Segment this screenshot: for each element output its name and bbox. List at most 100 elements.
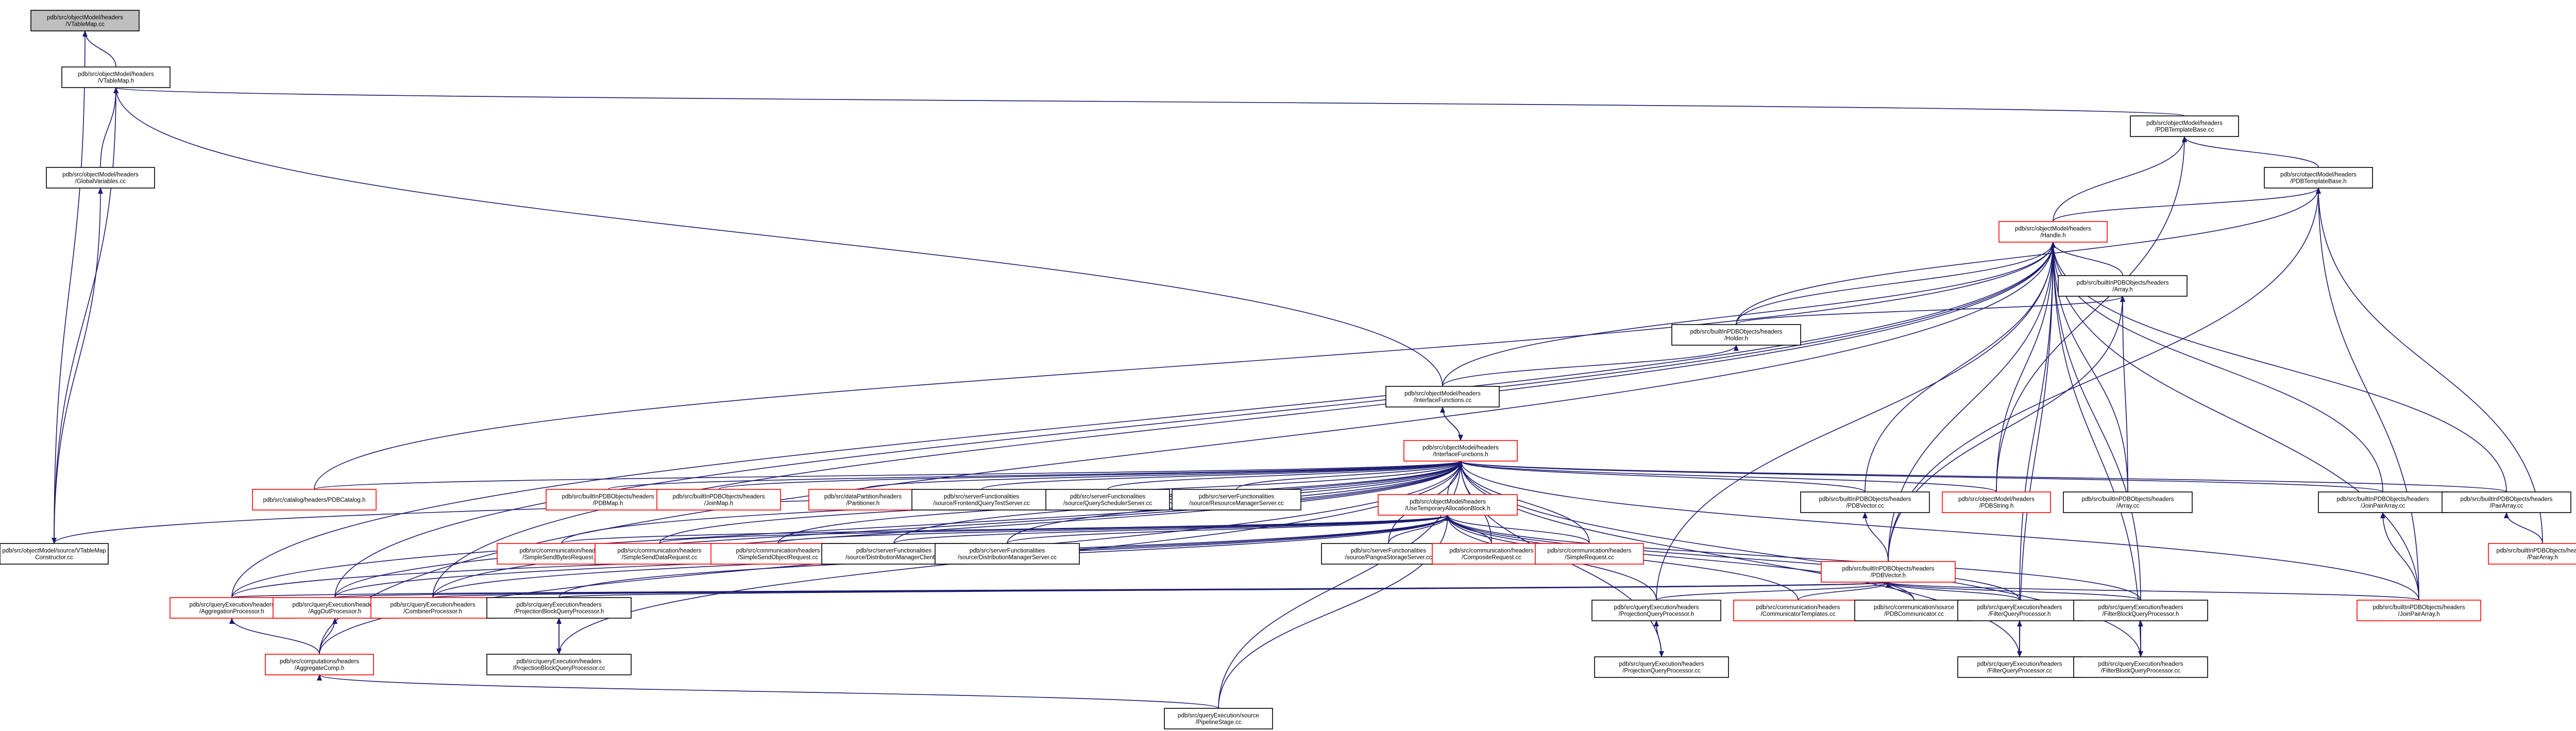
include-edge: [2019, 242, 2056, 601]
file-node-label: /SimpleSendObjectRequest.cc: [738, 555, 818, 561]
file-node-label: /ProjectionQueryProcessor.h: [1619, 611, 1694, 618]
file-node-box: [656, 489, 781, 511]
file-node-label: /ProjectionBlockQueryProcessor.h: [514, 609, 604, 615]
file-node[interactable]: pdb/src/queryExecution/source/PipelineSt…: [1164, 708, 1273, 729]
file-node[interactable]: pdb/src/builtInPDBObjects/headers/PDBVec…: [1800, 491, 1930, 513]
file-node-box: [1535, 543, 1644, 565]
file-node[interactable]: pdb/src/objectModel/headers/PDBTemplateB…: [2264, 167, 2373, 189]
file-node-label: pdb/src/queryExecution/headers: [517, 602, 602, 608]
file-node-box: [2073, 600, 2208, 621]
include-edge: [1458, 461, 2507, 492]
include-edge: [1458, 461, 2419, 601]
file-node-label: /FilterBlockQueryProcessor.cc: [2101, 668, 2180, 674]
file-node-label: pdb/src/objectModel/headers: [2280, 172, 2357, 178]
file-node-label: /source/DistributionManagerClient.cc: [845, 555, 942, 561]
file-node[interactable]: pdb/src/queryExecution/headers/Projectio…: [1594, 656, 1729, 678]
file-node-box: [46, 167, 155, 189]
file-node-label: pdb/src/builtInPDBObjects/headers: [673, 494, 765, 500]
file-node-box: [370, 597, 495, 619]
file-node-label: /InterfaceFunctions.cc: [1414, 398, 1472, 404]
file-node-label: /PDBString.h: [1979, 503, 2013, 509]
include-edge: [1236, 461, 1463, 490]
file-node[interactable]: pdb/src/builtInPDBObjects/headers/Array.…: [2063, 491, 2193, 513]
include-edge: [2050, 242, 2141, 601]
file-node[interactable]: pdb/src/serverFunctionalities/source/Que…: [1045, 489, 1170, 511]
file-node[interactable]: pdb/src/communication/headers/SimpleSend…: [595, 543, 724, 565]
file-node-label: pdb/src/builtInPDBObjects/headers: [1819, 497, 1911, 503]
file-node-label: /Holder.h: [1724, 336, 1748, 342]
file-node[interactable]: pdb/src/queryExecution/headers/FilterBlo…: [2073, 600, 2208, 621]
file-node[interactable]: pdb/src/computations/headers/AggregateCo…: [265, 654, 374, 675]
file-node[interactable]: pdb/src/builtInPDBObjects/headers/JoinPa…: [2318, 491, 2448, 513]
file-node[interactable]: pdb/src/builtInPDBObjects/headers/JoinPa…: [2357, 600, 2481, 621]
file-node[interactable]: pdb/src/communication/source/PDBCommunic…: [1854, 600, 1974, 621]
include-edge: [2053, 188, 2321, 222]
include-edge: [2050, 242, 2141, 657]
file-node[interactable]: pdb/src/catalog/headers/PDBCatalog.h: [252, 489, 377, 511]
file-node-label: /CompositeRequest.cc: [1462, 555, 1521, 561]
file-node-label: pdb/src/dataPartition/headers: [824, 494, 902, 500]
file-node[interactable]: pdb/src/objectModel/headers/UseTemporary…: [1378, 494, 1518, 516]
file-node-label: pdb/src/objectModel/headers: [62, 172, 139, 178]
file-node[interactable]: pdb/src/builtInPDBObjects/headers/JoinMa…: [656, 489, 781, 511]
file-node-label: pdb/src/queryExecution/headers: [517, 659, 602, 665]
include-edge: [1442, 242, 2056, 387]
file-node[interactable]: pdb/src/queryExecution/headers/Projectio…: [486, 654, 632, 675]
file-node[interactable]: pdb/src/serverFunctionalities/source/Dis…: [935, 543, 1080, 565]
file-node-label: pdb/src/objectModel/headers: [1422, 445, 1499, 451]
file-node-label: pdb/src/builtInPDBObjects/headers: [2497, 548, 2576, 554]
include-edge: [1996, 136, 2187, 492]
file-node[interactable]: pdb/src/builtInPDBObjects/headers/PDBVec…: [1821, 561, 1956, 583]
file-node-box: [1957, 656, 2082, 678]
file-node-label: pdb/src/serverFunctionalities: [970, 548, 1045, 554]
file-node[interactable]: pdb/src/objectModel/headers/PDBString.h: [1942, 491, 2051, 513]
include-edge: [113, 87, 1443, 387]
file-node[interactable]: pdb/src/queryExecution/headers/FilterQue…: [1957, 656, 2082, 678]
file-node[interactable]: pdb/src/builtInPDBObjects/headers/PairAr…: [2442, 491, 2571, 513]
file-node[interactable]: pdb/src/builtInPDBObjects/headers/Array.…: [2058, 275, 2188, 297]
file-node-label: pdb/src/queryExecution/source: [1178, 713, 1259, 719]
file-node-label: /UseTemporaryAllocationBlock.h: [1405, 506, 1490, 512]
include-edge: [432, 461, 1463, 598]
include-edge: [1736, 188, 2321, 325]
file-node[interactable]: pdb/src/serverFunctionalities/source/Res…: [1172, 489, 1301, 511]
include-edge: [319, 618, 337, 655]
file-node-label: /FilterQueryProcessor.cc: [1987, 668, 2052, 674]
file-node-label: pdb/src/builtInPDBObjects/headers: [1690, 329, 1783, 335]
file-node[interactable]: pdb/src/queryExecution/headers/FilterBlo…: [2073, 656, 2208, 678]
file-node[interactable]: pdb/src/queryExecution/headers/FilterQue…: [1957, 600, 2082, 621]
file-node[interactable]: pdb/src/communication/headers/SimpleRequ…: [1535, 543, 1644, 565]
file-node-label: pdb/src/objectModel/headers: [78, 72, 154, 78]
file-node[interactable]: pdb/src/objectModel/headers/VTableMap.cc: [30, 10, 140, 31]
file-node-box: [486, 654, 632, 675]
file-node[interactable]: pdb/src/communication/headers/Communicat…: [1733, 600, 1863, 621]
file-node[interactable]: pdb/src/objectModel/headers/InterfaceFun…: [1403, 440, 1518, 462]
file-node-label: /AggregationProcessor.h: [199, 609, 264, 615]
file-node[interactable]: pdb/src/objectModel/headers/VTableMap.h: [61, 66, 171, 88]
file-node[interactable]: pdb/src/objectModel/headers/Handle.h: [1998, 221, 2108, 243]
file-node-box: [1942, 491, 2051, 513]
include-edge: [1442, 345, 1739, 387]
file-node[interactable]: pdb/src/objectModel/headers/GlobalVariab…: [46, 167, 155, 189]
file-node[interactable]: pdb/src/queryExecution/headers/Projectio…: [1591, 600, 1721, 621]
file-node[interactable]: pdb/src/objectModel/headers/InterfaceFun…: [1385, 386, 1500, 407]
file-node-label: /PDBCommunicator.cc: [1884, 611, 1944, 618]
file-node[interactable]: pdb/src/serverFunctionalities/source/Fro…: [911, 489, 1052, 511]
file-node[interactable]: pdb/src/objectModel/headers/PDBTemplateB…: [2130, 115, 2239, 137]
file-node[interactable]: pdb/src/builtInPDBObjects/headers/PDBMap…: [546, 489, 670, 511]
file-node[interactable]: pdb/src/builtInPDBObjects/headers/PairAr…: [2488, 543, 2576, 565]
file-node[interactable]: pdb/src/dataPartition/headers/Partitione…: [808, 489, 918, 511]
file-node[interactable]: pdb/src/builtInPDBObjects/headers/Holder…: [1671, 324, 1801, 346]
file-node-box: [265, 654, 374, 675]
include-edge: [1736, 296, 2125, 325]
file-node-label: pdb/src/serverFunctionalities: [944, 494, 1020, 500]
include-edge: [2504, 512, 2543, 544]
file-node[interactable]: pdb/src/objectModel/source/VTableMapCons…: [0, 543, 109, 565]
file-node[interactable]: pdb/src/queryExecution/headers/Projectio…: [486, 597, 632, 619]
include-edge: [2380, 512, 2419, 601]
file-node[interactable]: pdb/src/communication/headers/CompositeR…: [1432, 543, 1551, 565]
file-node[interactable]: pdb/src/queryExecution/headers/CombinerP…: [370, 597, 495, 619]
include-edge: [2316, 188, 2419, 601]
file-node-box: [2073, 656, 2208, 678]
